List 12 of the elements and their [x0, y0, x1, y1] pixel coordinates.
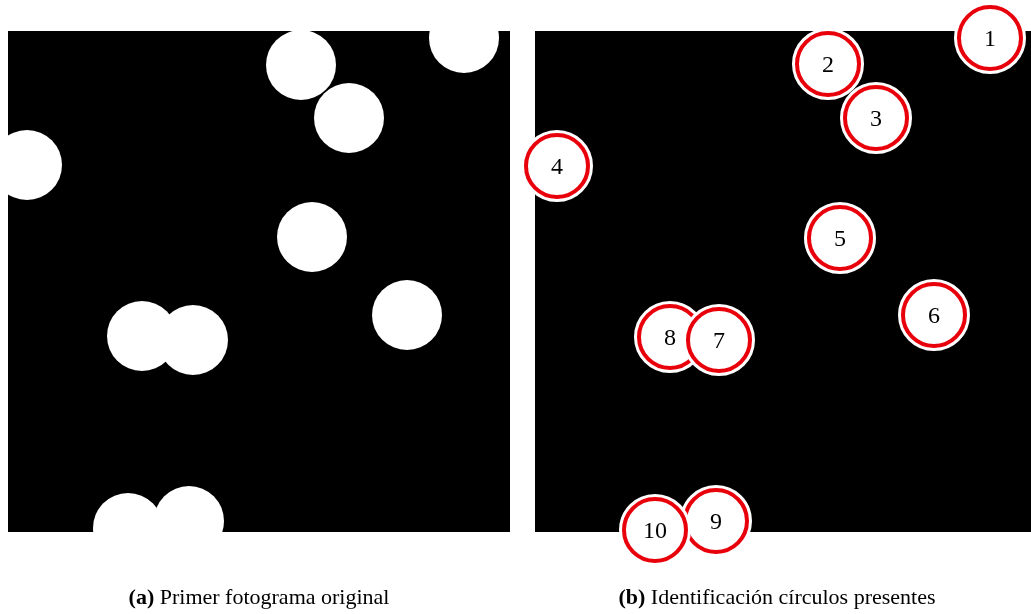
circle-number: 9 [710, 509, 722, 533]
circle-number: 2 [822, 52, 834, 76]
circle-number: 7 [713, 328, 725, 352]
circle-number: 10 [643, 518, 667, 542]
circle-number: 8 [664, 325, 676, 349]
circle-number: 6 [928, 303, 940, 327]
circle-number: 5 [834, 226, 846, 250]
circle-number: 4 [551, 154, 563, 178]
subfigure-caption: (a) Primer fotograma original [128, 584, 390, 610]
circle-number: 1 [984, 26, 996, 50]
subfigure-caption: (b) Identificación círculos presentes [618, 584, 936, 610]
circle-number: 3 [870, 106, 882, 130]
